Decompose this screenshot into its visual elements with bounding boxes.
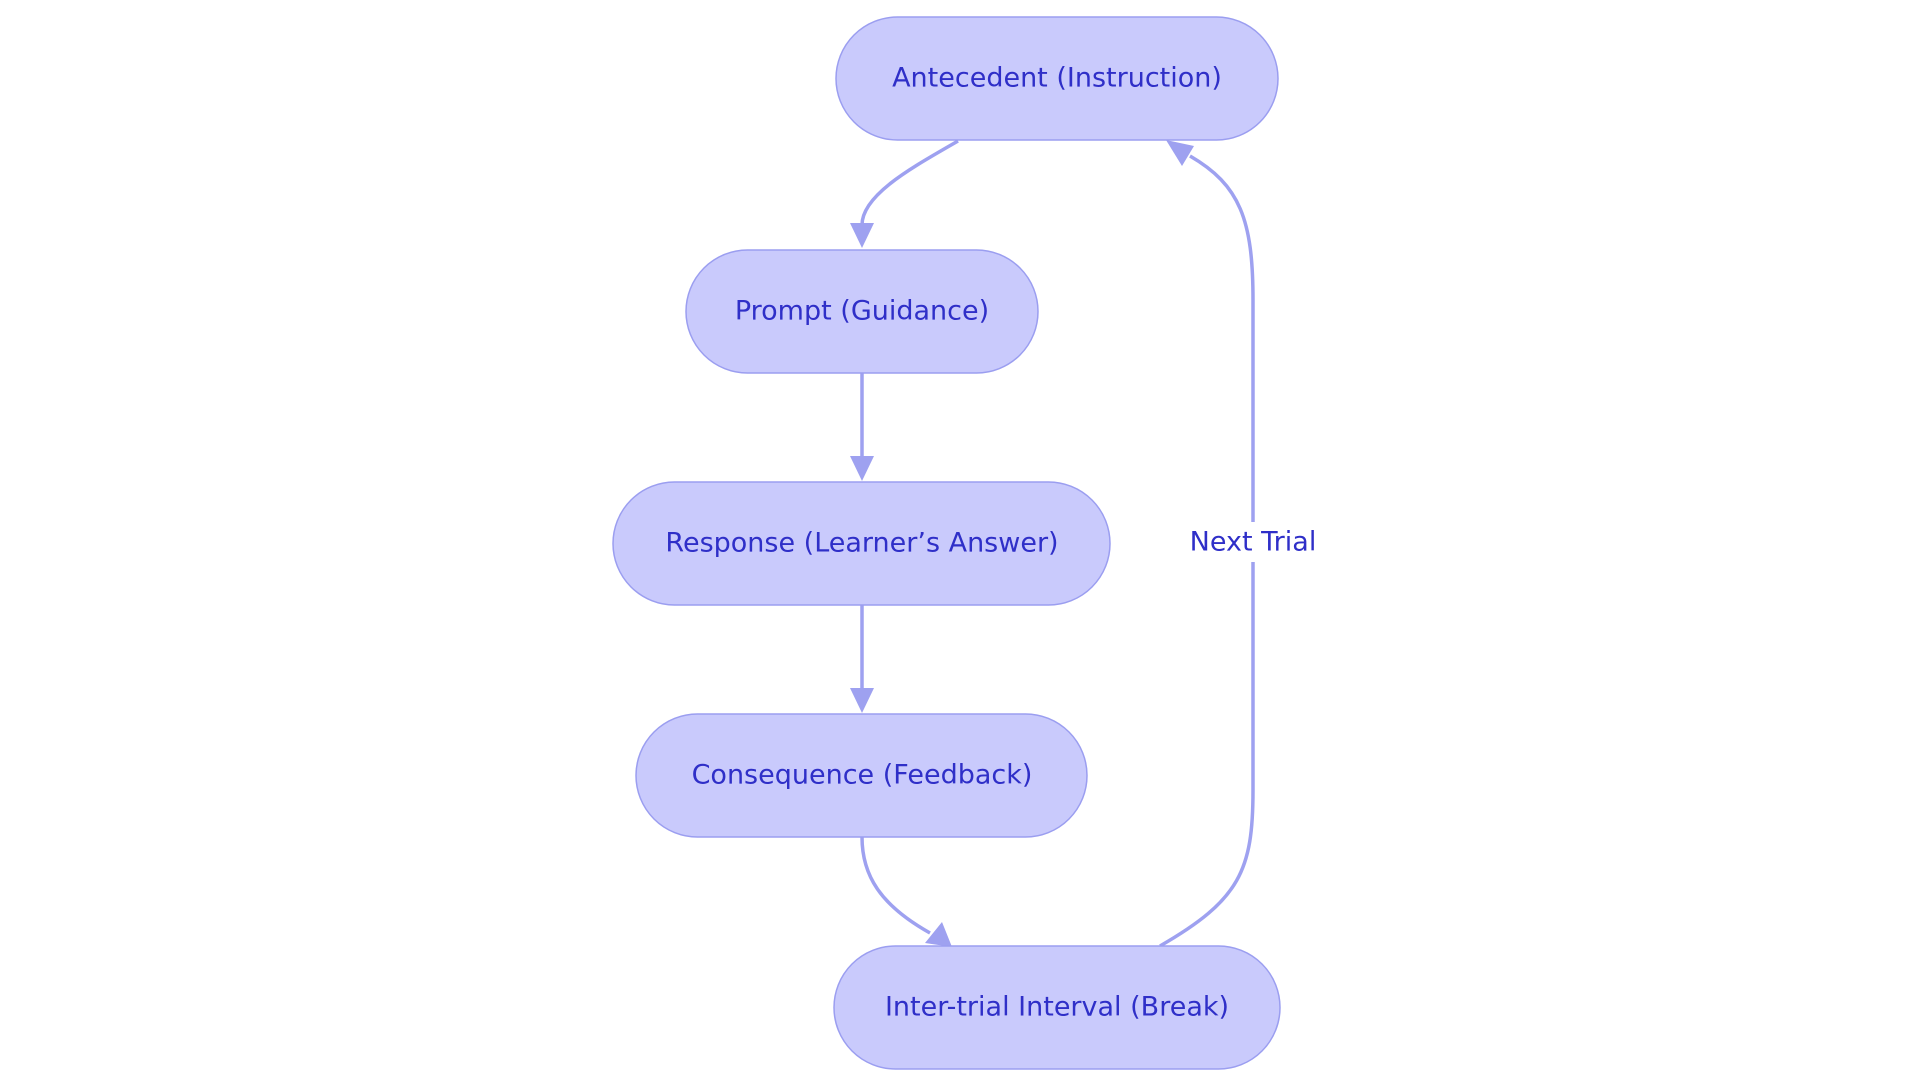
arrowhead-consequence [850,688,874,713]
node-response: Response (Learner’s Answer) [612,481,1111,606]
node-intertrial-label: Inter-trial Interval (Break) [885,992,1229,1023]
node-antecedent-label: Antecedent (Instruction) [892,63,1222,94]
arrowhead-intertrial [925,922,952,947]
arrowhead-response [850,456,874,481]
node-antecedent-shape [835,16,1279,141]
node-prompt-label: Prompt (Guidance) [735,296,989,327]
node-intertrial: Inter-trial Interval (Break) [833,945,1281,1070]
edge-label-text: Next Trial [1190,527,1317,558]
node-prompt-shape [685,249,1039,374]
node-intertrial-shape [833,945,1281,1070]
edge-label-background [1183,522,1323,562]
node-antecedent: Antecedent (Instruction) [835,16,1279,141]
node-response-label: Response (Learner’s Answer) [665,528,1058,559]
node-consequence: Consequence (Feedback) [635,713,1088,838]
node-response-shape [612,481,1111,606]
node-consequence-shape [635,713,1088,838]
node-prompt: Prompt (Guidance) [685,249,1039,374]
node-consequence-label: Consequence (Feedback) [692,760,1033,791]
arrowhead-antecedent [1166,140,1194,166]
arrowhead-prompt [850,223,874,248]
edge-consequence-to-intertrial [860,836,931,935]
edge-antecedent-to-prompt [860,139,959,226]
edge-label-next-trial: Next Trial [1183,522,1323,562]
edge-intertrial-to-antecedent [1159,154,1255,948]
nodes: Antecedent (Instruction) Prompt (Guidanc… [612,16,1281,1070]
edges [850,139,1255,948]
